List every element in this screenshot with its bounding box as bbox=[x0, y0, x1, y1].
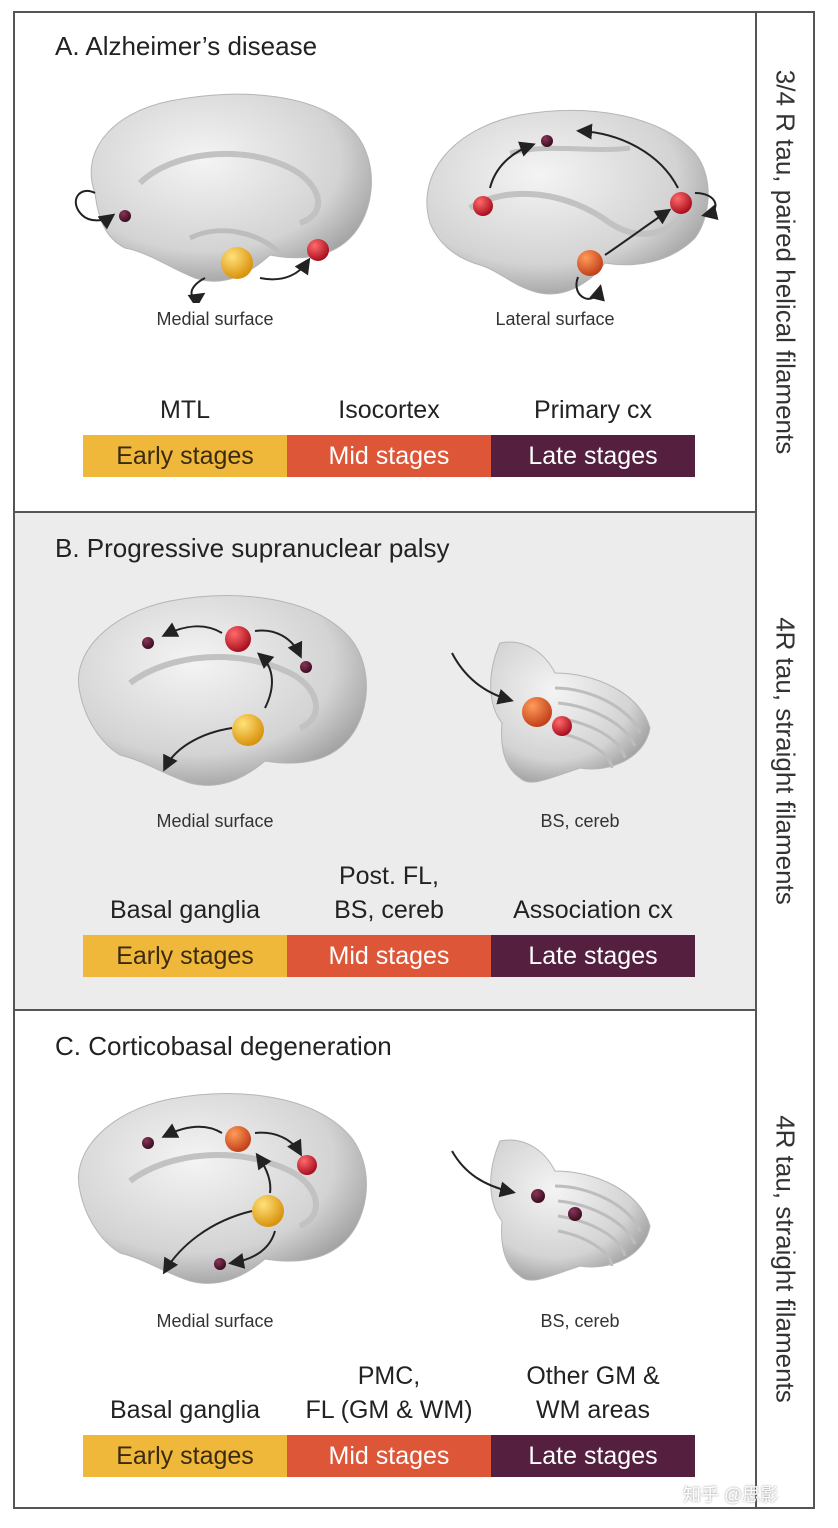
panel-cbd: C. Corticobasal degeneration Medial surf… bbox=[15, 1011, 755, 1507]
region-label: Post. FL, BS, cereb bbox=[334, 862, 444, 924]
stage-late: Late stages bbox=[491, 1435, 695, 1477]
panel-title: C. Corticobasal degeneration bbox=[55, 1031, 392, 1061]
node-dark bbox=[300, 661, 312, 673]
region-label: Isocortex bbox=[338, 396, 440, 424]
node-yellow bbox=[252, 1195, 284, 1227]
surface-label: Medial surface bbox=[156, 811, 274, 831]
brainstem-cerebellum-illustration bbox=[451, 641, 651, 783]
lateral-brain-illustration bbox=[426, 110, 719, 302]
node-yellow bbox=[221, 247, 253, 279]
surface-label: BS, cereb bbox=[540, 811, 620, 831]
side-divider bbox=[755, 11, 757, 1509]
node-dark bbox=[142, 637, 154, 649]
region-label: Other GM & WM areas bbox=[526, 1362, 660, 1424]
node-dark bbox=[568, 1207, 582, 1221]
side-label: 3/4 R tau, paired helical filaments bbox=[770, 69, 801, 455]
brainstem-cerebellum-illustration bbox=[451, 1139, 651, 1281]
node-orange bbox=[225, 1126, 251, 1152]
stage-bar: Early stages Mid stages Late stages bbox=[83, 435, 695, 477]
stage-early: Early stages bbox=[83, 1435, 287, 1477]
stage-early: Early stages bbox=[83, 935, 287, 977]
node-dark bbox=[142, 1137, 154, 1149]
stage-late: Late stages bbox=[491, 935, 695, 977]
medial-brain-illustration bbox=[78, 595, 367, 786]
region-label: Association cx bbox=[513, 896, 673, 924]
surface-label: Lateral surface bbox=[495, 309, 615, 329]
medial-brain-illustration bbox=[75, 93, 372, 303]
surface-label: Medial surface bbox=[156, 309, 274, 329]
watermark: 知乎 @思影 bbox=[683, 1485, 779, 1505]
region-label: MTL bbox=[160, 396, 210, 424]
panel-alzheimers: A. Alzheimer’s disease Medial surface bbox=[15, 13, 755, 511]
node-orange bbox=[577, 250, 603, 276]
node-red bbox=[307, 239, 329, 261]
region-label: PMC, FL (GM & WM) bbox=[305, 1362, 473, 1424]
region-label: Primary cx bbox=[533, 396, 653, 424]
panel-psp: B. Progressive supranuclear palsy Medial… bbox=[15, 511, 755, 1011]
node-dark bbox=[119, 210, 131, 222]
side-panel-c: 4R tau, straight filaments bbox=[757, 1011, 813, 1507]
stage-bar: Early stages Mid stages Late stages bbox=[83, 935, 695, 977]
medial-brain-illustration bbox=[78, 1093, 367, 1284]
region-label: Basal ganglia bbox=[109, 896, 261, 924]
stage-mid: Mid stages bbox=[287, 435, 491, 477]
node-yellow bbox=[232, 714, 264, 746]
side-label: 4R tau, straight filaments bbox=[770, 617, 801, 905]
region-label: Basal ganglia bbox=[109, 1396, 261, 1424]
panel-title: B. Progressive supranuclear palsy bbox=[55, 533, 450, 563]
node-red bbox=[670, 192, 692, 214]
node-red bbox=[473, 196, 493, 216]
node-orange bbox=[522, 697, 552, 727]
side-panel-b: 4R tau, straight filaments bbox=[757, 513, 813, 1009]
stage-early: Early stages bbox=[83, 435, 287, 477]
node-red bbox=[552, 716, 572, 736]
stage-mid: Mid stages bbox=[287, 935, 491, 977]
stage-late: Late stages bbox=[491, 435, 695, 477]
side-label: 4R tau, straight filaments bbox=[770, 1115, 801, 1403]
node-dark bbox=[541, 135, 553, 147]
node-dark bbox=[214, 1258, 226, 1270]
side-panel-a: 3/4 R tau, paired helical filaments bbox=[757, 13, 813, 511]
surface-label: Medial surface bbox=[156, 1311, 274, 1331]
node-red bbox=[297, 1155, 317, 1175]
node-dark bbox=[531, 1189, 545, 1203]
figure-frame bbox=[13, 11, 815, 1509]
stage-bar: Early stages Mid stages Late stages bbox=[83, 1435, 695, 1477]
node-red bbox=[225, 626, 251, 652]
surface-label: BS, cereb bbox=[540, 1311, 620, 1331]
panel-title: A. Alzheimer’s disease bbox=[55, 31, 318, 61]
stage-mid: Mid stages bbox=[287, 1435, 491, 1477]
